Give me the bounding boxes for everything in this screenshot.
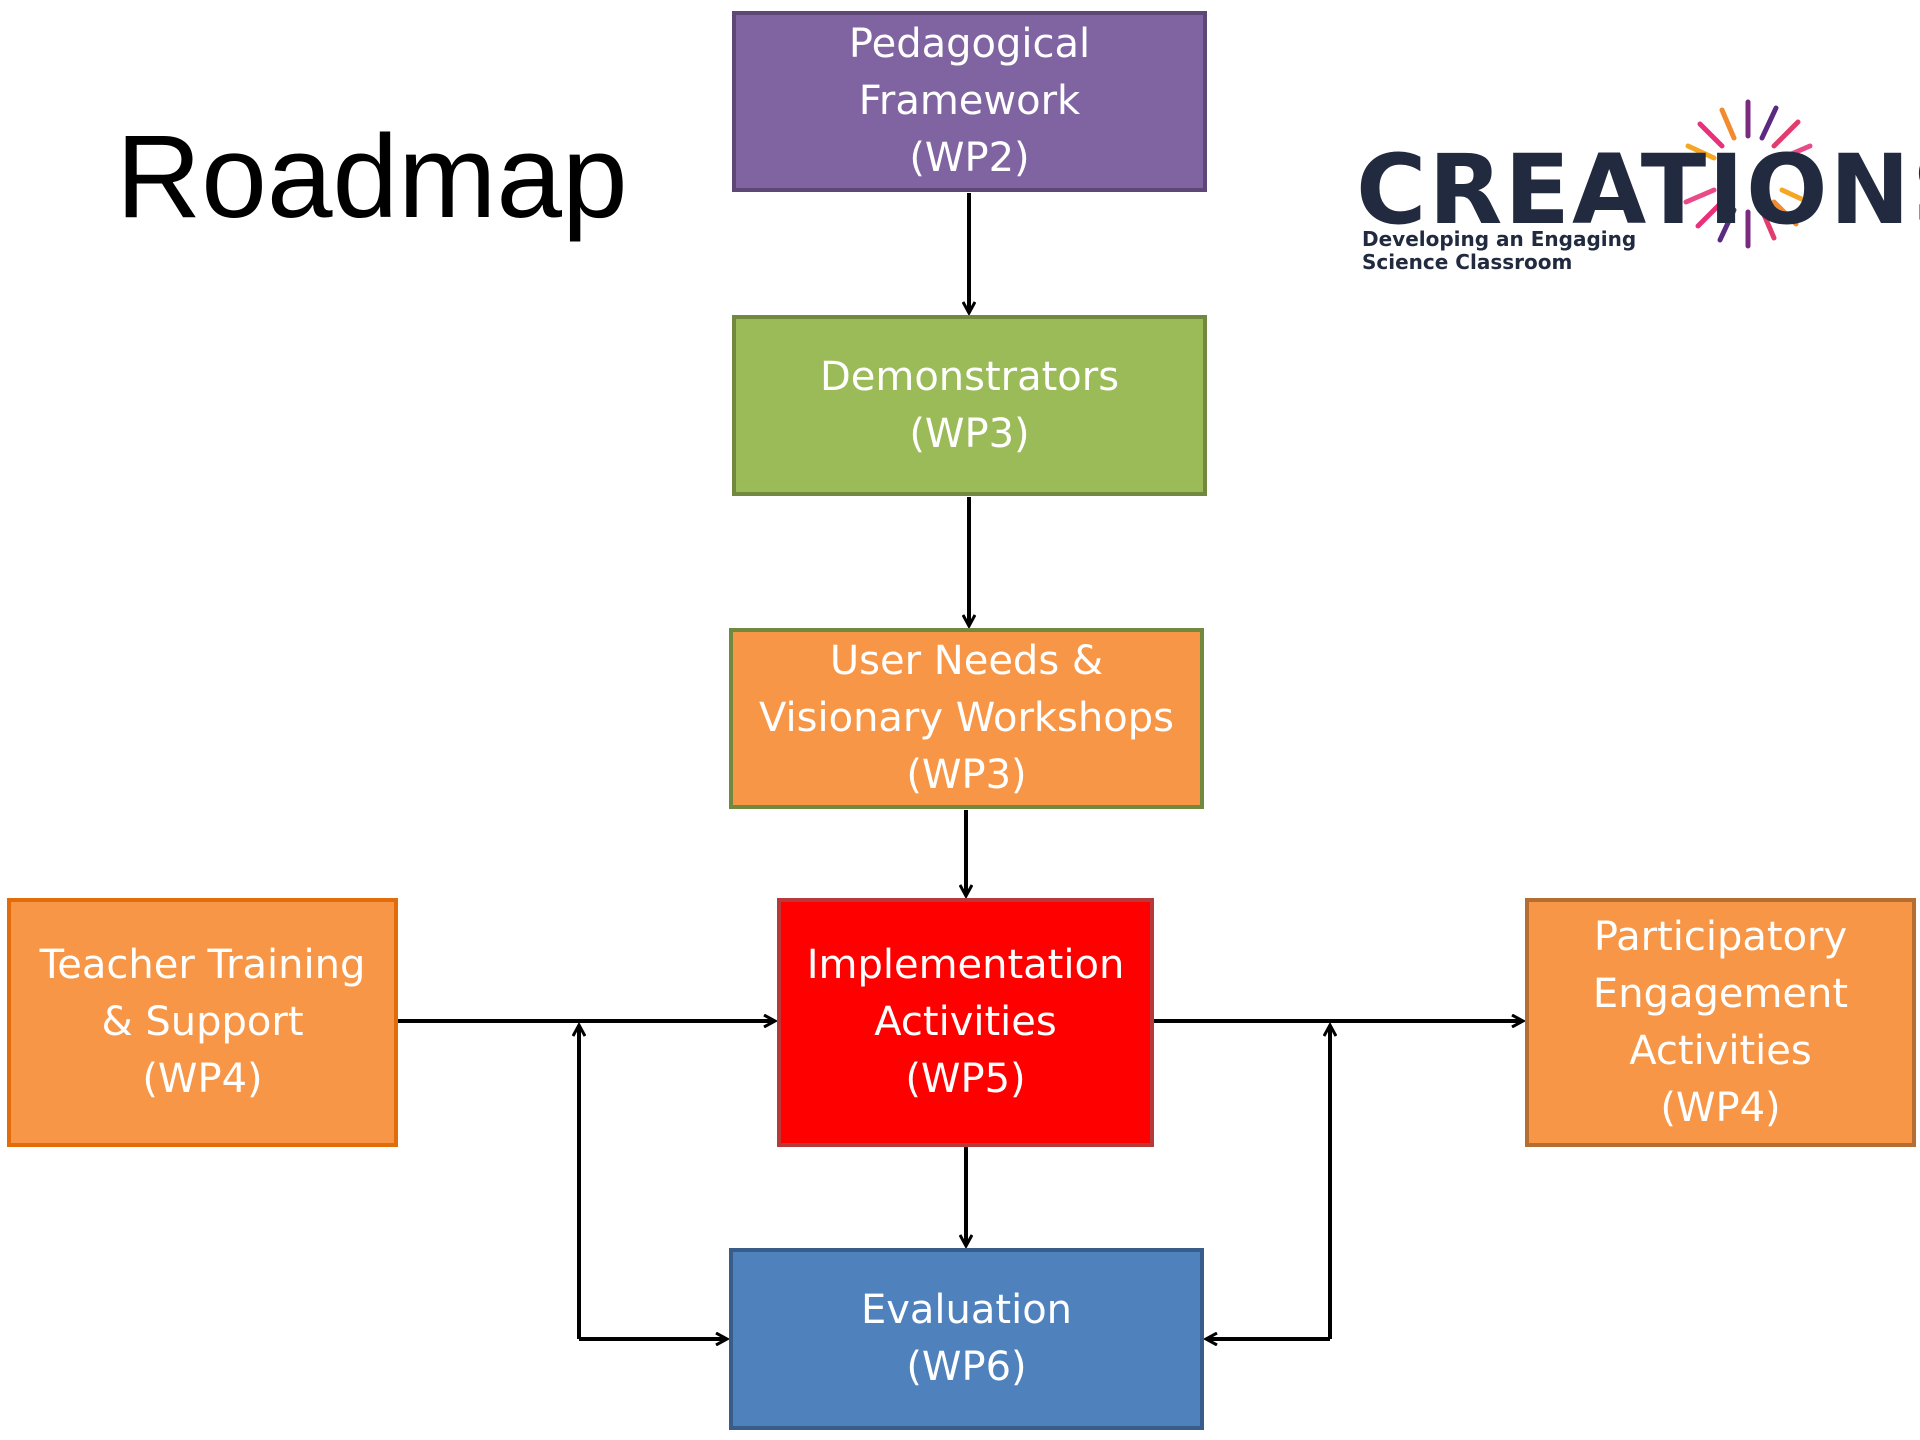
- node-label-line: (WP4): [1660, 1084, 1781, 1131]
- node-label-line: Engagement: [1592, 970, 1849, 1017]
- node-label-line: Evaluation: [860, 1287, 1073, 1333]
- logo-tagline: Developing an Engaging Science Classroom: [1362, 228, 1636, 274]
- node-label-line: & Support: [101, 999, 304, 1045]
- node-label-line: (WP4): [142, 1056, 263, 1102]
- node-user-needs: User Needs & Visionary Workshops (WP3): [729, 628, 1204, 809]
- node-teacher-training: Teacher Training & Support (WP4): [7, 898, 398, 1147]
- node-demonstrators: Demonstrators (WP3): [732, 315, 1207, 496]
- node-label-line: (WP3): [909, 410, 1030, 457]
- node-participatory-engagement: Participatory Engagement Activities (WP4…: [1525, 898, 1916, 1147]
- sunburst-logo-icon: [1683, 99, 1813, 249]
- node-label-line: Activities: [1629, 1027, 1812, 1074]
- logo-tagline-line: Science Classroom: [1362, 250, 1573, 274]
- node-label-line: (WP6): [906, 1344, 1027, 1390]
- logo-tagline-line: Developing an Engaging: [1362, 227, 1637, 251]
- node-label-line: Implementation: [806, 942, 1125, 988]
- node-label-line: (WP2): [909, 135, 1030, 181]
- node-label-line: (WP3): [906, 752, 1027, 798]
- node-label-line: Framework: [858, 78, 1081, 124]
- node-label-line: Participatory: [1593, 913, 1848, 960]
- node-label-line: (WP5): [905, 1056, 1026, 1102]
- logo-wordmark: CREATIONS: [1356, 134, 1920, 246]
- node-label-line: Activities: [874, 999, 1057, 1045]
- page-title: Roadmap: [116, 111, 628, 243]
- creations-logo: CREATIONS Developing an Engaging Science…: [1350, 68, 1920, 288]
- node-implementation-activities: Implementation Activities (WP5): [777, 898, 1154, 1147]
- node-label-line: Visionary Workshops: [759, 695, 1174, 741]
- node-label-line: Teacher Training: [39, 942, 366, 988]
- node-pedagogical-framework: Pedagogical Framework (WP2): [732, 11, 1207, 192]
- node-label-line: Demonstrators: [819, 353, 1120, 400]
- node-label-line: Pedagogical: [848, 21, 1091, 67]
- node-evaluation: Evaluation (WP6): [729, 1248, 1204, 1430]
- node-label-line: User Needs &: [829, 638, 1104, 684]
